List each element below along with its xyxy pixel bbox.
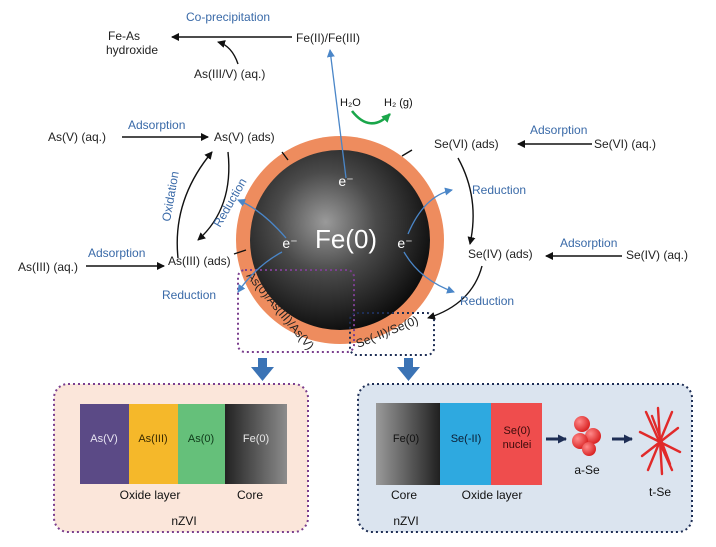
fe-core: [250, 150, 430, 330]
a-se-label: a-Se: [574, 463, 600, 477]
layer-as-0: [178, 404, 225, 484]
as-iii-v-aq-label: As(III/V) (aq.): [194, 67, 265, 81]
left-core-label: Core: [237, 488, 263, 502]
se-iv-adsorption-label: Adsorption: [560, 236, 617, 250]
as-v-aq-label: As(V) (aq.): [48, 130, 106, 144]
left-caption: nZVI: [171, 514, 196, 528]
oxidation-label: Oxidation: [159, 170, 182, 222]
down-arrow-left: [251, 358, 274, 381]
water-reduction-arrow: [350, 110, 391, 125]
layer-as-0-label: As(0): [188, 433, 214, 445]
layer-as-v: [80, 404, 129, 484]
electron-top: e⁻: [338, 173, 353, 189]
coprecipitation-label: Co-precipitation: [186, 10, 270, 24]
t-se-label: t-Se: [649, 485, 671, 499]
fe-as-label-1: Fe-As: [108, 29, 140, 43]
se-vi-tick: [401, 149, 413, 157]
electron-left: e⁻: [282, 235, 297, 251]
se-vi-adsorption-label: Adsorption: [530, 123, 587, 137]
se-vi-reduction-label: Reduction: [472, 183, 526, 197]
as-v-ads-label: As(V) (ads): [214, 130, 275, 144]
electron-right: e⁻: [397, 235, 412, 251]
as-v-reduction-arrow: [197, 151, 230, 241]
layer-as-v-label: As(V): [90, 433, 118, 445]
h2g-label: H₂ (g): [384, 97, 413, 109]
as-v-tick: [281, 151, 289, 161]
layer-fe-0-right-label: Fe(0): [393, 433, 419, 445]
layer-fe-0-left: [225, 404, 287, 484]
as-v-adsorption-label: Adsorption: [128, 118, 185, 132]
layer-se-ii-label: Se(-II): [451, 433, 482, 445]
fe-as-label-2: hydroxide: [106, 43, 158, 57]
right-caption: nZVI: [393, 514, 418, 528]
fe-release-arrow: [326, 49, 347, 179]
layer-se-0-label-2: nuclei: [503, 439, 532, 451]
layer-se-0-label-1: Se(0): [504, 425, 531, 437]
down-arrow-right: [397, 358, 420, 381]
se-iv-aq-label: Se(IV) (aq.): [626, 248, 688, 262]
left-oxide-layer-label: Oxide layer: [120, 488, 181, 502]
right-oxide-layer-label: Oxide layer: [462, 488, 523, 502]
a-se-cluster-icon: [572, 416, 601, 456]
electron-transfer-se-iv: [403, 251, 455, 294]
fe-ii-iii-label: Fe(II)/Fe(III): [296, 31, 360, 45]
as-iii-v-arrow: [217, 40, 239, 65]
layer-se-ii: [440, 403, 491, 485]
se-iv-ads-label: Se(IV) (ads): [468, 247, 533, 261]
t-se-crystal-icon: [638, 406, 682, 476]
electron-transfer-se-vi: [407, 187, 453, 235]
h2o-label: H₂O: [340, 97, 361, 109]
electron-transfer-as-v: [237, 199, 287, 239]
as-iii-aq-label: As(III) (aq.): [18, 260, 78, 274]
right-core-label: Core: [391, 488, 417, 502]
electron-transfer-as-iii: [237, 251, 283, 293]
se-shell-highlight: [349, 312, 435, 356]
layer-se-0-nuclei: [491, 403, 542, 485]
as-iii-ads-label: As(III) (ads): [168, 254, 231, 268]
layer-fe-0-right: [376, 403, 440, 485]
se-vi-reduction-arrow: [457, 157, 476, 245]
core-label: Fe(0): [315, 224, 377, 254]
as-shell-highlight: [237, 269, 355, 353]
oxidation-arrow: [176, 151, 213, 259]
se-iv-reduction-label: Reduction: [460, 294, 514, 308]
layer-as-iii-label: As(III): [138, 433, 167, 445]
layer-fe-0-left-label: Fe(0): [243, 433, 269, 445]
as-iii-adsorption-label: Adsorption: [88, 246, 145, 260]
layer-as-iii: [129, 404, 178, 484]
se-vi-aq-label: Se(VI) (aq.): [594, 137, 656, 151]
se-vi-ads-label: Se(VI) (ads): [434, 137, 499, 151]
as-iii-tick: [233, 249, 247, 255]
as-iii-reduction-label: Reduction: [162, 288, 216, 302]
se-iv-reduction-arrow: [427, 265, 483, 320]
